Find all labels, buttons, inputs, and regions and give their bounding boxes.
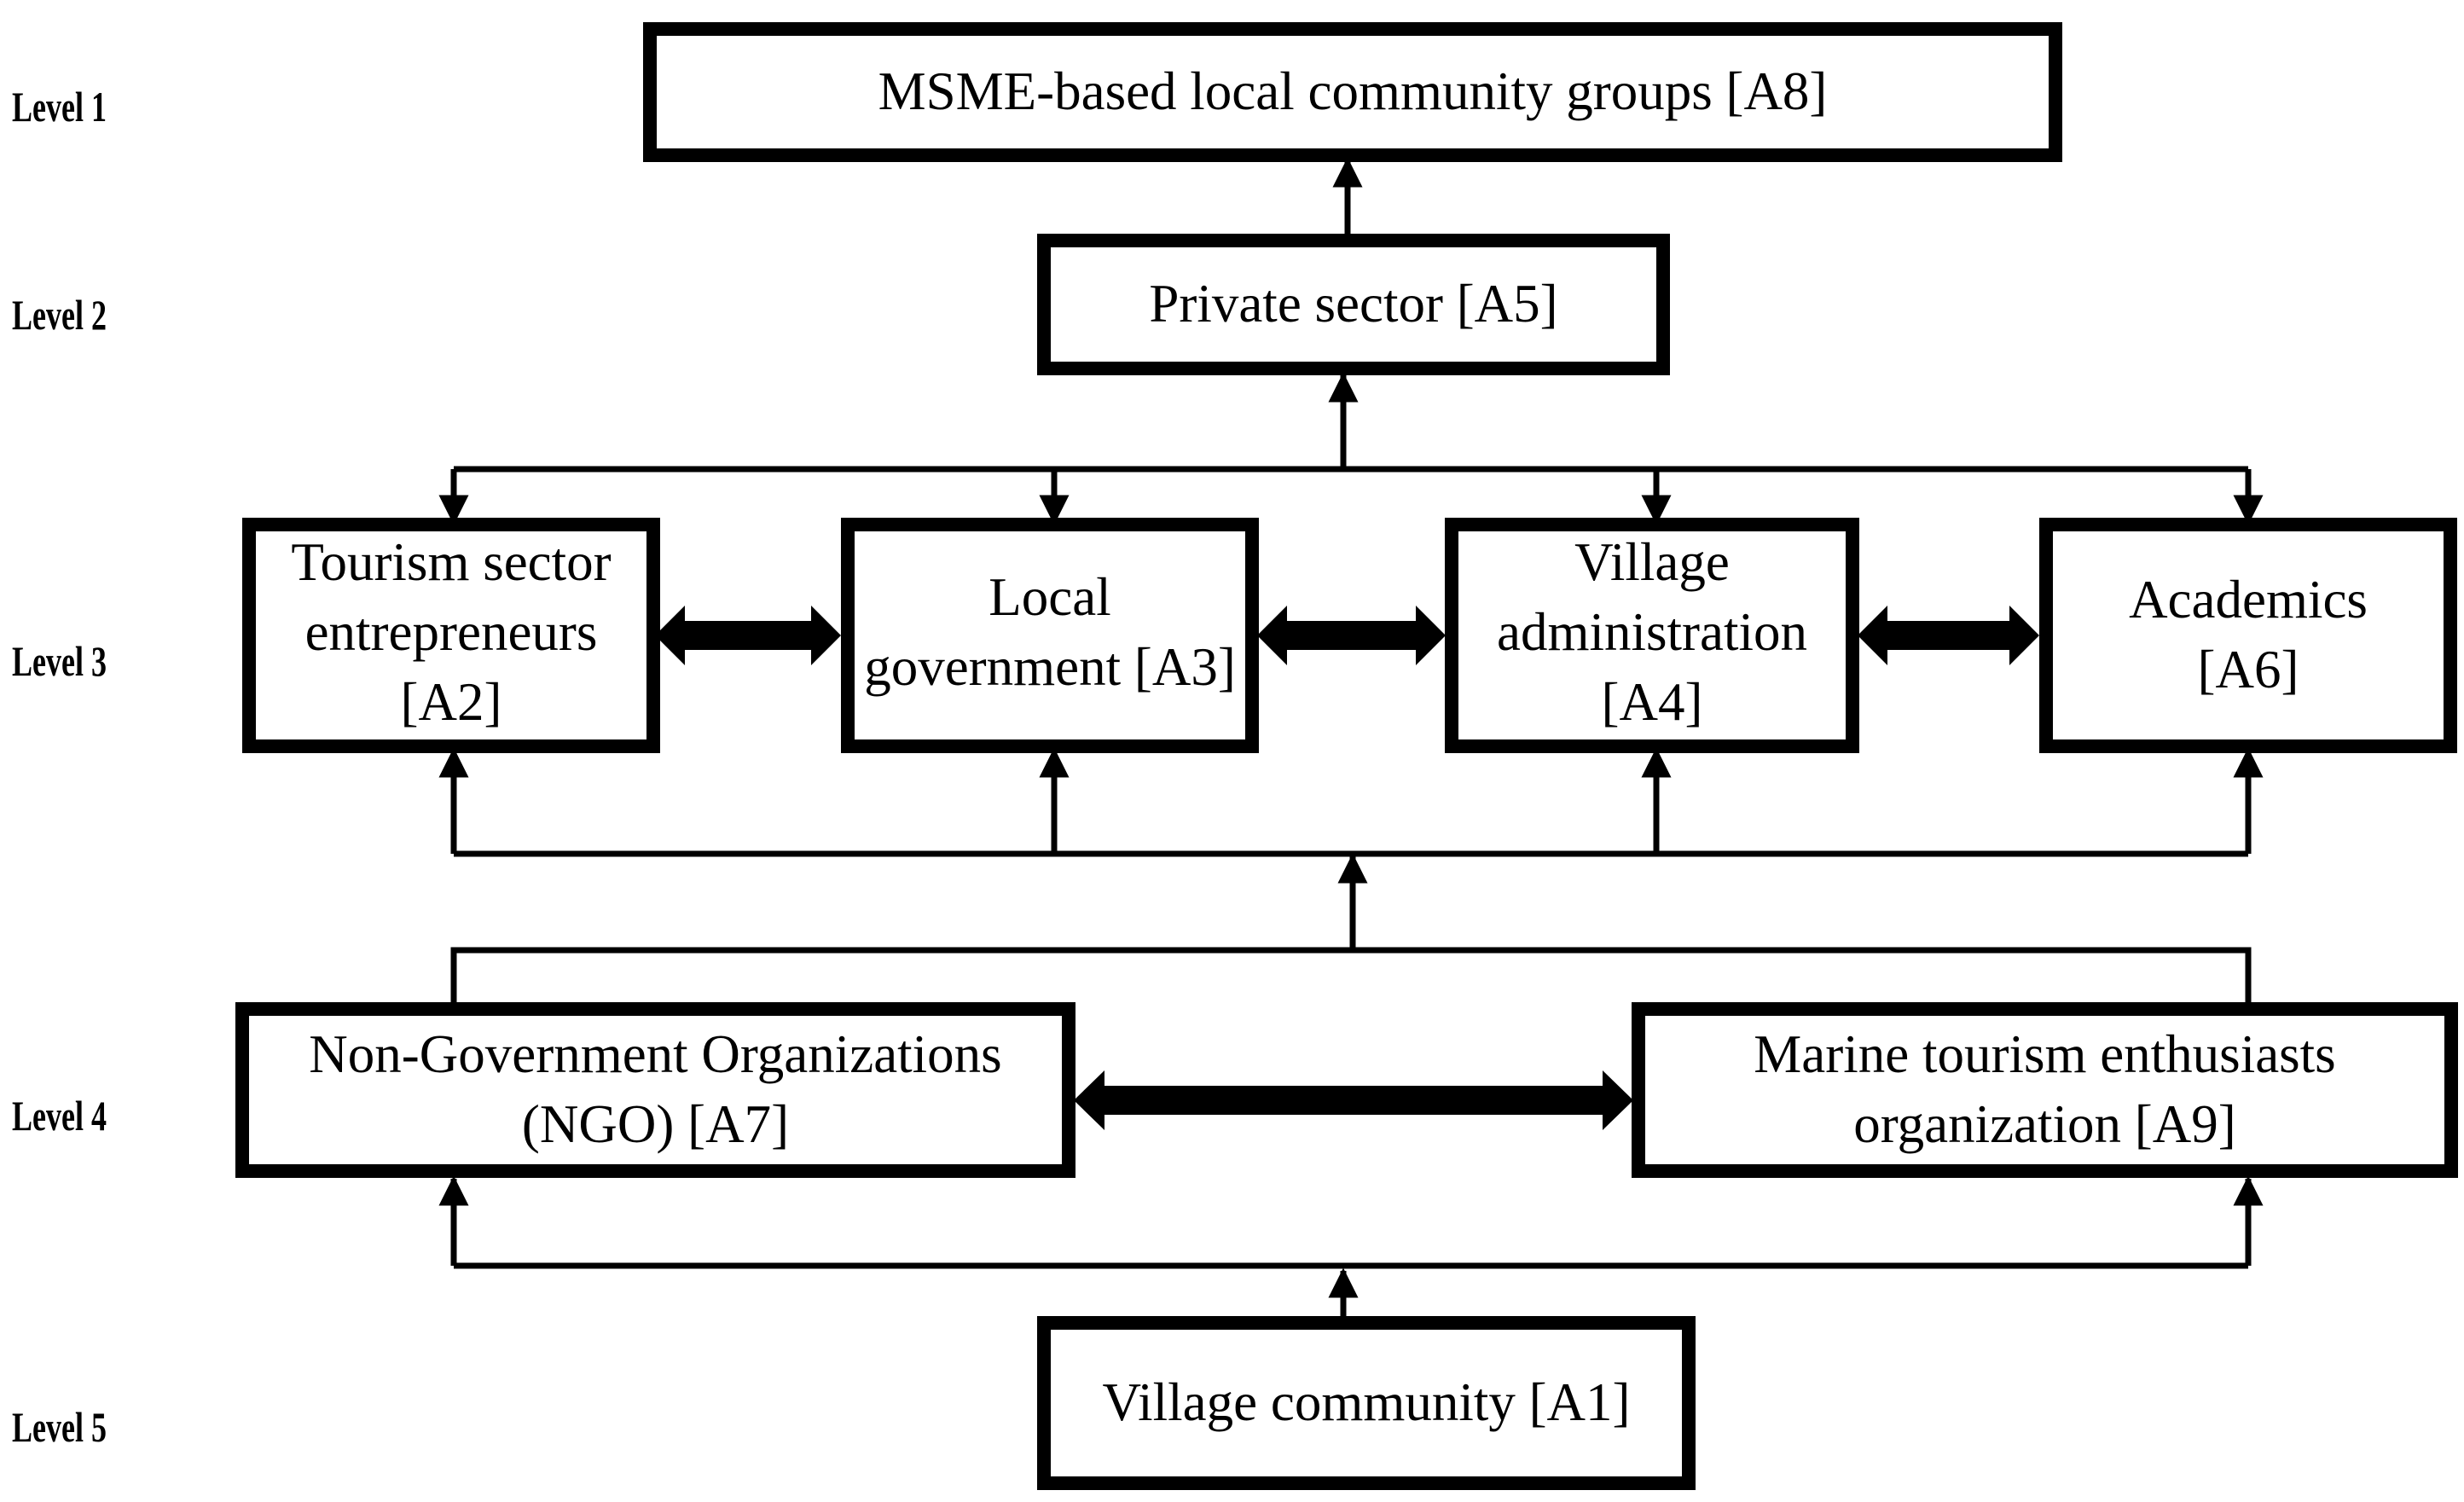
node-a1-label: Village community [A1] — [1102, 1372, 1631, 1433]
node-a4-label: Village administration [A4] — [1497, 532, 1807, 732]
node-a2: Tourism sector entrepreneurs [A2] — [242, 518, 660, 753]
node-a3-label: Local government [A3] — [864, 567, 1236, 697]
double-arrow-a4-a6 — [1858, 606, 2039, 665]
level-1-label: Level 1 — [12, 83, 107, 130]
node-a6-label: Academics [A6] — [2129, 570, 2368, 699]
level4-bracket — [450, 947, 2252, 1005]
node-a8: MSME-based local community groups [A8] — [643, 22, 2062, 162]
double-arrow-a7-a9 — [1074, 1070, 1633, 1130]
level-2-label: Level 2 — [12, 291, 107, 339]
level-3-label: Level 3 — [12, 637, 107, 685]
node-a5-label: Private sector [A5] — [1149, 274, 1558, 334]
node-a6: Academics [A6] — [2039, 518, 2457, 753]
node-a5: Private sector [A5] — [1037, 234, 1670, 375]
node-a1: Village community [A1] — [1037, 1316, 1696, 1490]
node-a7-label: Non-Government Organizations (NGO) [A7] — [309, 1024, 1002, 1154]
node-a2-label: Tourism sector entrepreneurs [A2] — [291, 532, 612, 732]
level-5-label: Level 5 — [12, 1403, 107, 1451]
node-a7: Non-Government Organizations (NGO) [A7] — [235, 1002, 1075, 1178]
level-4-label: Level 4 — [12, 1092, 107, 1140]
double-arrow-a2-a3 — [655, 606, 841, 665]
node-a3: Local government [A3] — [841, 518, 1259, 753]
node-a9-label: Marine tourism enthusiasts organization … — [1754, 1024, 2336, 1154]
node-a8-label: MSME-based local community groups [A8] — [878, 61, 1828, 122]
node-a9: Marine tourism enthusiasts organization … — [1632, 1002, 2458, 1178]
double-arrow-a3-a4 — [1257, 606, 1446, 665]
node-a4: Village administration [A4] — [1445, 518, 1859, 753]
